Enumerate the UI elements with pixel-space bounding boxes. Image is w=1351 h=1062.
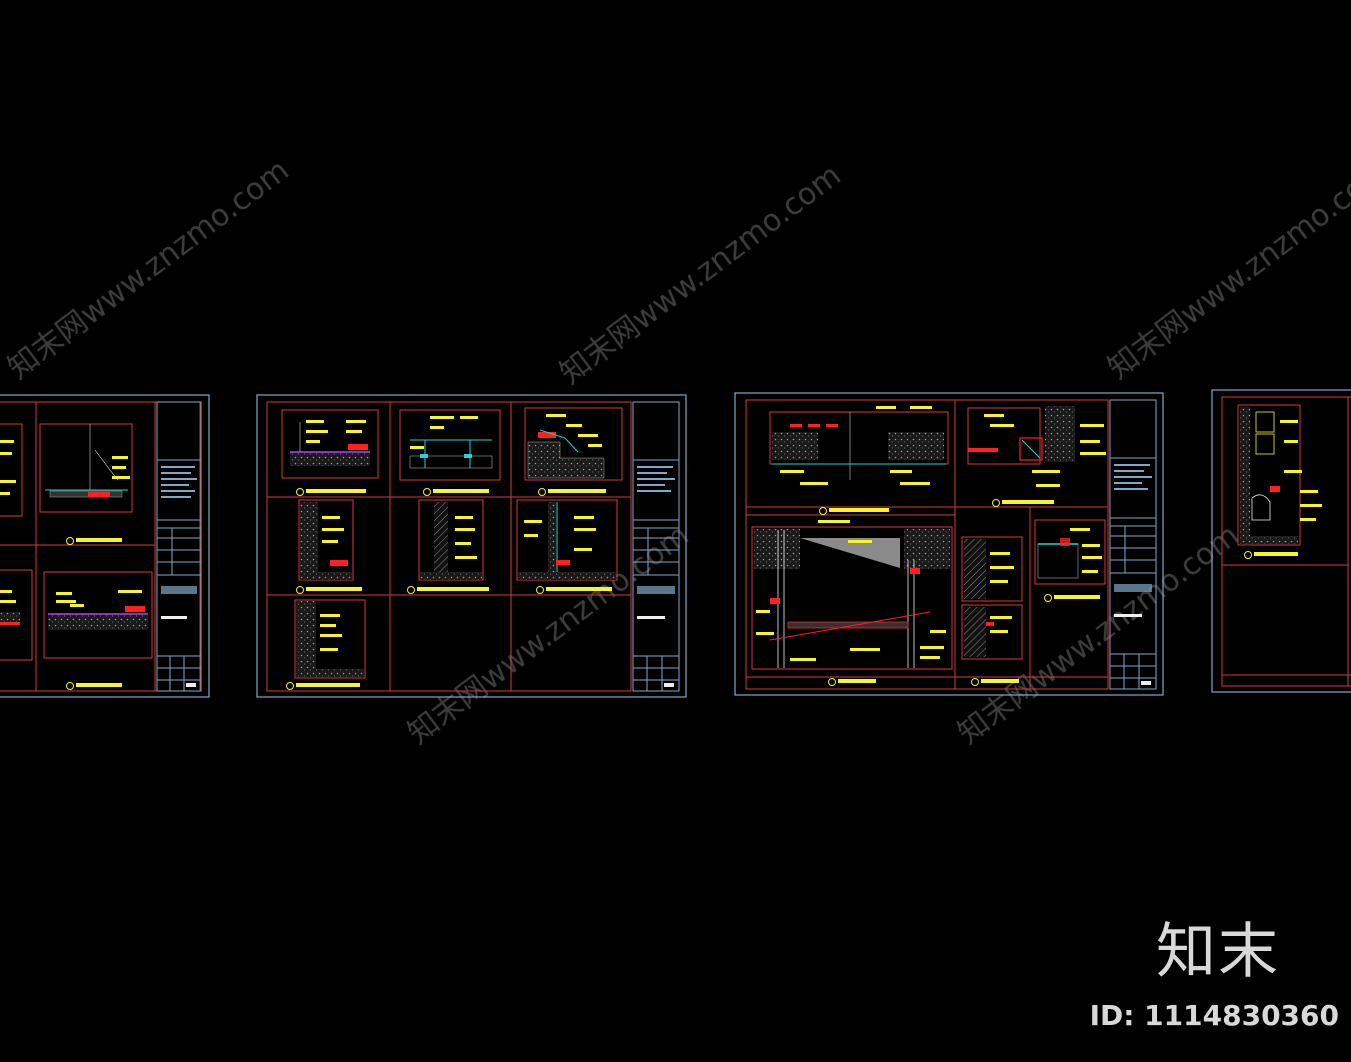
drawing-sheet-3[interactable] (734, 392, 1164, 696)
drawing-sheet-2[interactable] (256, 394, 687, 698)
drawing-sheet-1[interactable] (0, 394, 210, 698)
diagonal-watermark: 知末网www.znzmo.com (1102, 153, 1351, 387)
diagonal-watermarks: 知末网www.znzmo.com 知末网www.znzmo.com 知末网www… (2, 153, 1351, 752)
watermark-id: ID: 1114830360 (1089, 999, 1339, 1032)
diagonal-watermark: 知末网www.znzmo.com (554, 158, 848, 392)
watermark-logo: 知末 (1156, 917, 1280, 987)
diagonal-watermark: 知末网www.znzmo.com (2, 153, 296, 387)
drawing-sheet-4[interactable] (1211, 389, 1351, 693)
